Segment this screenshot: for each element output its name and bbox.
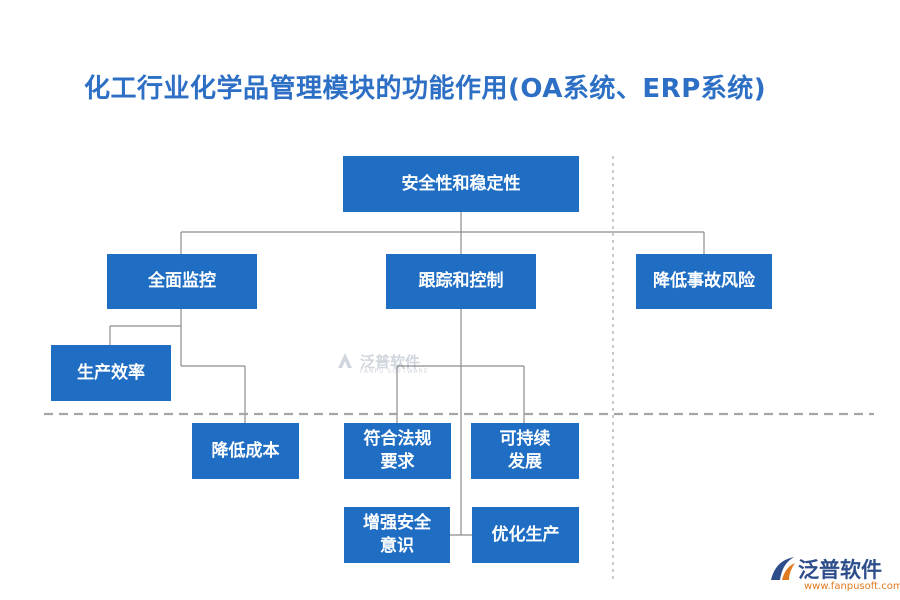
node-awareness-line2: 意识 <box>380 536 414 556</box>
node-track: 跟踪和控制 <box>386 254 536 309</box>
node-monitor: 全面监控 <box>107 254 257 309</box>
node-root-label: 安全性和稳定性 <box>401 173 521 194</box>
node-optimize: 优化生产 <box>472 507 579 563</box>
watermark-logo-icon <box>338 353 352 368</box>
node-awareness-line1: 增强安全 <box>363 513 431 534</box>
node-compliance: 符合法规 要求 <box>344 423 451 479</box>
node-sustainable: 可持续 发展 <box>471 423 579 479</box>
node-efficiency: 生产效率 <box>51 345 171 401</box>
node-cost-label: 降低成本 <box>211 440 280 461</box>
node-risk: 降低事故风险 <box>636 254 772 309</box>
watermark-text: 泛普软件 <box>360 352 421 371</box>
node-monitor-label: 全面监控 <box>148 271 216 292</box>
node-risk-label: 降低事故风险 <box>653 271 755 292</box>
node-cost: 降低成本 <box>192 423 299 479</box>
brand-logo-name: 泛普软件 <box>798 558 882 582</box>
center-watermark: 泛普软件 FANPU SOFTWARE <box>334 350 428 375</box>
node-awareness: 增强安全 意识 <box>344 507 450 563</box>
brand-logo-icon <box>771 557 795 580</box>
node-compliance-line1: 符合法规 <box>363 429 432 450</box>
brand-logo-url: www.fanpusoft.com <box>804 581 900 592</box>
node-root: 安全性和稳定性 <box>343 156 579 212</box>
node-sustainable-line2: 发展 <box>508 452 542 472</box>
node-compliance-line2: 要求 <box>380 452 415 472</box>
watermark-subtext: FANPU SOFTWARE <box>360 368 429 375</box>
node-efficiency-label: 生产效率 <box>77 362 145 383</box>
node-track-label: 跟踪和控制 <box>418 271 504 292</box>
brand-logo: 泛普软件 www.fanpusoft.com <box>766 552 900 596</box>
diagram-title: 化工行业化学品管理模块的功能作用(OA系统、ERP系统) <box>84 74 767 104</box>
node-sustainable-line1: 可持续 <box>499 429 551 450</box>
node-optimize-label: 优化生产 <box>491 524 560 545</box>
